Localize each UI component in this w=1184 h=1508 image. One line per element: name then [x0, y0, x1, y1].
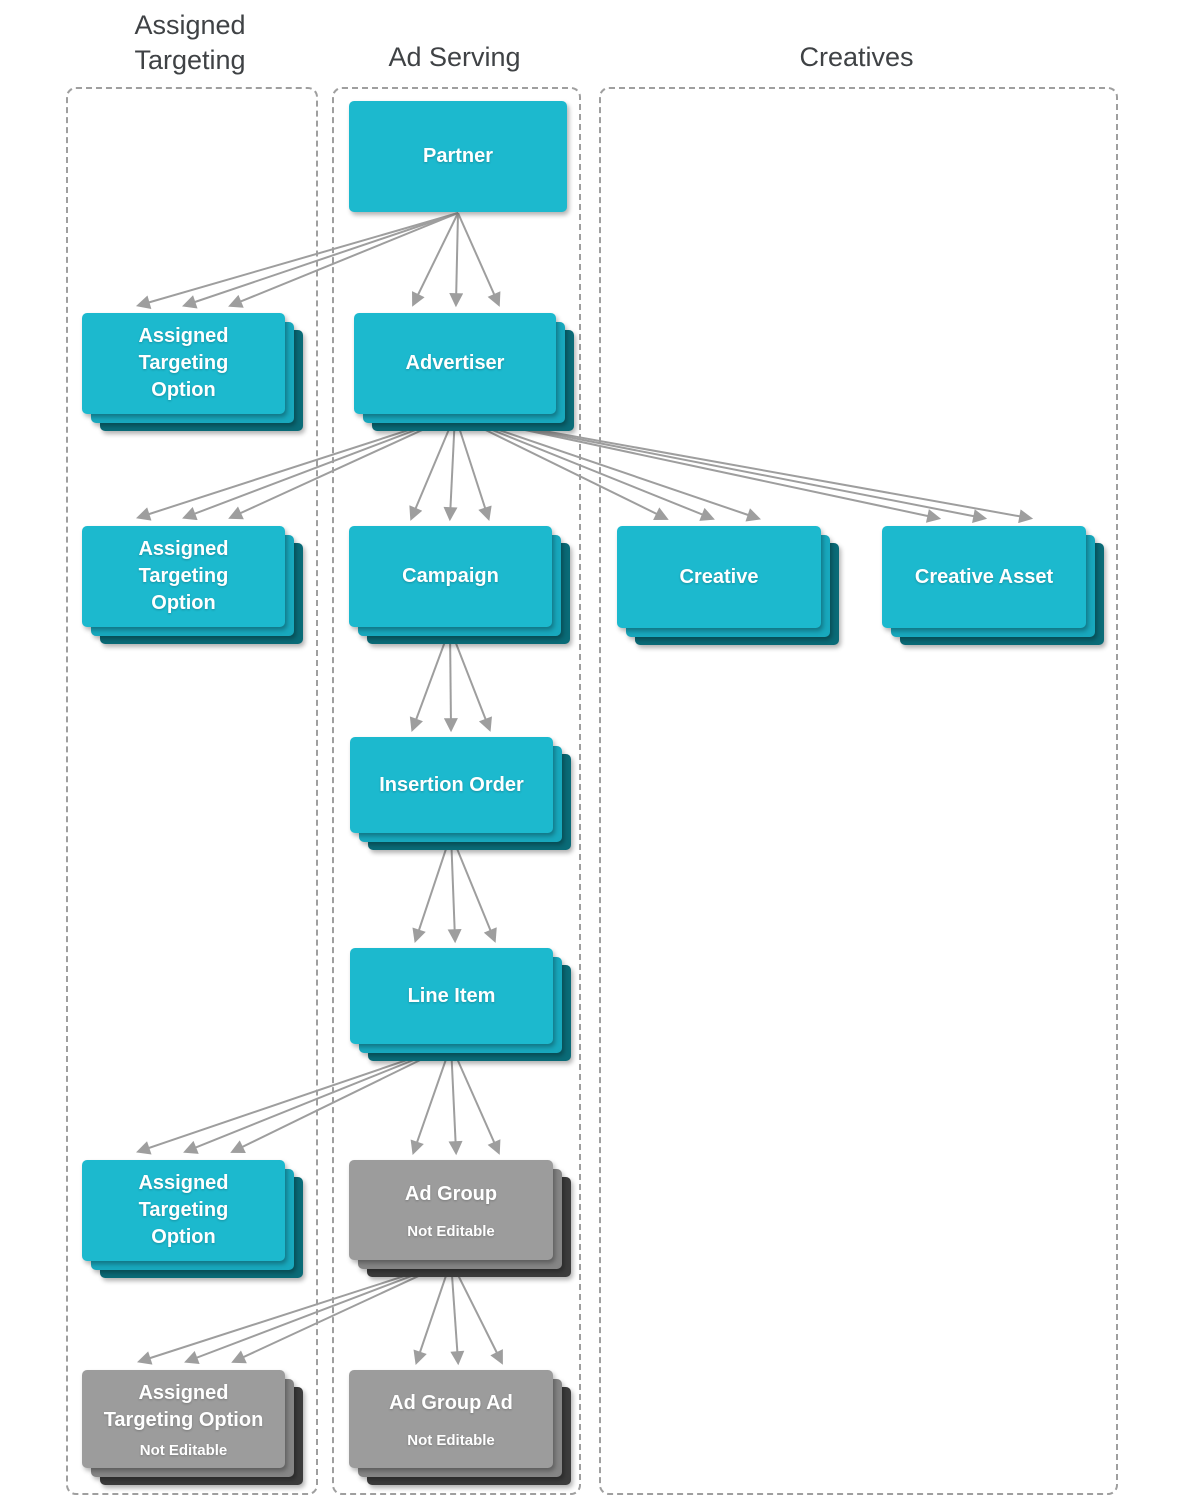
column-header-creatives: Creatives: [799, 42, 914, 72]
node-advertiser: Advertiser: [354, 313, 574, 431]
node-assigned-targeting-option-advertiser: Assigned Targeting Option: [82, 526, 303, 644]
node-advertiser-label: Advertiser: [405, 352, 505, 374]
node-ad-group-ad-label: Ad Group Ad: [389, 1391, 513, 1414]
node-line-item-label: Line Item: [407, 984, 496, 1007]
not-editable-badge: Not Editable: [407, 1222, 495, 1240]
node-campaign-label: Campaign: [402, 565, 499, 587]
column-header-assigned-targeting: Assigned Targeting: [134, 10, 246, 75]
node-campaign: Campaign: [349, 526, 570, 644]
node-assigned-targeting-option-label: Assigned Targeting Option: [138, 538, 229, 614]
node-partner-label: Partner: [422, 145, 494, 167]
node-creative-label: Creative: [679, 565, 759, 588]
not-editable-badge: Not Editable: [407, 1431, 495, 1449]
node-ad-group-ad: Ad Group Ad Not Editable: [349, 1370, 571, 1485]
node-line-item: Line Item: [350, 948, 571, 1061]
node-insertion-order: Insertion Order: [350, 737, 571, 850]
node-ad-group-label: Ad Group: [404, 1182, 498, 1205]
node-assigned-targeting-option-partner: Assigned Targeting Option: [82, 313, 303, 431]
column-header-ad-serving: Ad Serving: [388, 42, 521, 72]
node-creative-asset-label: Creative Asset: [914, 565, 1054, 588]
node-assigned-targeting-option-label: Assigned Targeting Option: [138, 1172, 229, 1248]
node-insertion-order-label: Insertion Order: [379, 773, 524, 796]
node-assigned-targeting-option-label: Assigned Targeting Option: [103, 1381, 264, 1431]
node-assigned-targeting-option-label: Assigned Targeting Option: [138, 325, 229, 401]
node-assigned-targeting-option-line-item: Assigned Targeting Option: [82, 1160, 303, 1278]
node-assigned-targeting-option-not-editable: Assigned Targeting Option Not Editable: [82, 1370, 303, 1485]
node-partner: Partner: [349, 101, 567, 212]
column-frame-assigned-targeting: [66, 87, 318, 1495]
not-editable-badge: Not Editable: [139, 1441, 228, 1459]
node-ad-group: Ad Group Not Editable: [349, 1160, 571, 1277]
node-creative-asset: Creative Asset: [882, 526, 1104, 645]
column-frame-ad-serving: [332, 87, 581, 1495]
column-frame-creatives: [599, 87, 1118, 1495]
node-creative: Creative: [617, 526, 839, 645]
